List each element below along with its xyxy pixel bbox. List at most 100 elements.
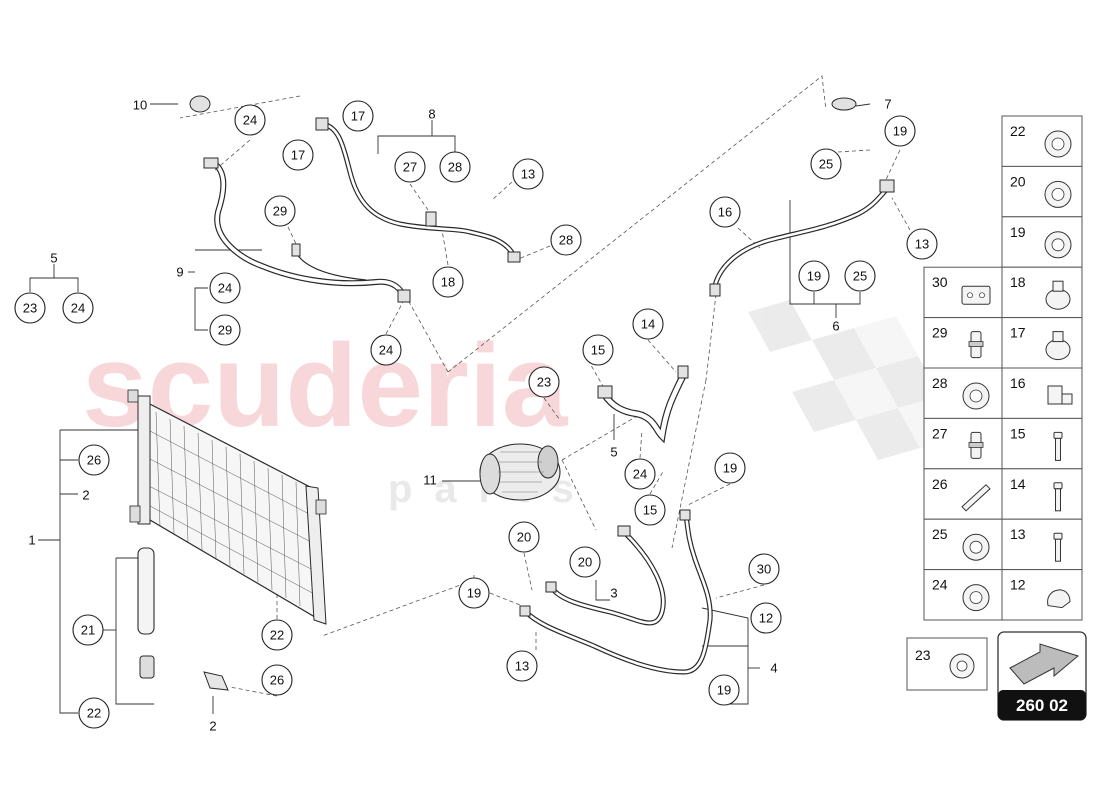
part-number: 25 — [932, 526, 948, 542]
callout-number: 19 — [467, 586, 481, 601]
pipe-line-3-inner — [550, 532, 665, 625]
cap-icon — [1045, 331, 1071, 361]
callout-number: 19 — [723, 461, 737, 476]
callout-13: 13 — [906, 228, 938, 260]
arrow-icon — [1009, 643, 1080, 685]
callout-number: 19 — [893, 124, 907, 139]
callout-circle — [798, 260, 830, 292]
callout-20: 20 — [508, 521, 540, 553]
condenser-drawing — [127, 389, 327, 625]
assembly-label-10: 10 — [133, 98, 147, 113]
part-number: 17 — [1010, 325, 1026, 341]
callout-12: 12 — [750, 602, 782, 634]
reference-box: 260 02 — [997, 631, 1087, 721]
callout-number: 19 — [807, 269, 821, 284]
callout-circle — [582, 334, 614, 366]
clip-icon — [1047, 589, 1071, 609]
callout-circle — [342, 100, 374, 132]
callout-19: 19 — [884, 115, 916, 147]
callout-number: 15 — [591, 343, 605, 358]
callout-18: 18 — [432, 266, 464, 298]
washer-icon — [962, 533, 990, 561]
callout-25: 25 — [810, 148, 842, 180]
washer-icon — [1044, 130, 1072, 158]
callout-circle — [394, 151, 426, 183]
callout-26: 26 — [78, 444, 110, 476]
callout-28: 28 — [439, 151, 471, 183]
assembly-label-5: 5 — [610, 445, 617, 460]
callout-circle — [78, 444, 110, 476]
pressure-switch-drawing — [203, 671, 229, 691]
bolt-icon — [1053, 532, 1063, 562]
assembly-label-6: 6 — [832, 319, 839, 334]
callout-26: 26 — [261, 664, 293, 696]
hose-line-5-inner — [601, 371, 687, 441]
callout-number: 22 — [87, 706, 101, 721]
callout-circle — [370, 334, 402, 366]
callout-15: 15 — [582, 334, 614, 366]
callout-circle — [439, 151, 471, 183]
callout-circle — [750, 602, 782, 634]
callout-24: 24 — [234, 104, 266, 136]
callout-number: 13 — [915, 237, 929, 252]
callout-24: 24 — [209, 272, 241, 304]
leader-lines — [179, 75, 911, 697]
callout-circle — [234, 104, 266, 136]
hose-line-9b — [293, 247, 367, 281]
callout-circle — [906, 228, 938, 260]
part-number: 14 — [1010, 476, 1026, 492]
assembly-label-2: 2 — [82, 488, 89, 503]
callout-circle — [78, 697, 110, 729]
switch-icon — [961, 484, 991, 512]
callout-circle — [634, 494, 666, 526]
callout-number: 24 — [633, 467, 647, 482]
parts-table-row: 22 — [1001, 115, 1083, 167]
callout-circle — [550, 224, 582, 256]
callout-circle — [209, 314, 241, 346]
callout-number: 24 — [218, 281, 232, 296]
callout-circle — [458, 577, 490, 609]
assembly-label-2: 2 — [209, 719, 216, 734]
callout-circle — [709, 196, 741, 228]
part-number: 30 — [932, 274, 948, 290]
bracket-lines — [29, 103, 871, 714]
callout-circle — [261, 664, 293, 696]
bolt-icon — [1053, 482, 1063, 512]
pipe-line-4 — [523, 513, 713, 675]
callout-number: 16 — [718, 205, 732, 220]
callout-number: 20 — [578, 555, 592, 570]
callout-number: 12 — [759, 611, 773, 626]
callout-circle — [506, 650, 538, 682]
receiver-dryer-drawing — [137, 547, 155, 679]
callout-27: 27 — [394, 151, 426, 183]
callout-number: 17 — [351, 109, 365, 124]
callout-number: 20 — [517, 530, 531, 545]
callout-14: 14 — [632, 308, 664, 340]
part-number: 20 — [1010, 173, 1026, 189]
callout-13: 13 — [512, 158, 544, 190]
part-number: 28 — [932, 375, 948, 391]
callout-number: 25 — [819, 157, 833, 172]
pipe-line-3 — [549, 531, 666, 626]
callout-circle — [209, 272, 241, 304]
callout-13: 13 — [506, 650, 538, 682]
part-number: 15 — [1010, 425, 1026, 441]
callout-circle — [624, 458, 656, 490]
part-number: 12 — [1010, 577, 1026, 593]
callout-circle — [528, 366, 560, 398]
callout-circle — [432, 266, 464, 298]
hose-line-9-inner — [210, 160, 406, 300]
callout-number: 28 — [448, 160, 462, 175]
callout-circle — [708, 674, 740, 706]
callout-number: 24 — [243, 113, 257, 128]
callout-circle — [512, 158, 544, 190]
callout-30: 30 — [748, 553, 780, 585]
callout-24: 24 — [62, 292, 94, 324]
callout-circle — [282, 139, 314, 171]
callout-number: 27 — [403, 160, 417, 175]
callout-29: 29 — [209, 314, 241, 346]
